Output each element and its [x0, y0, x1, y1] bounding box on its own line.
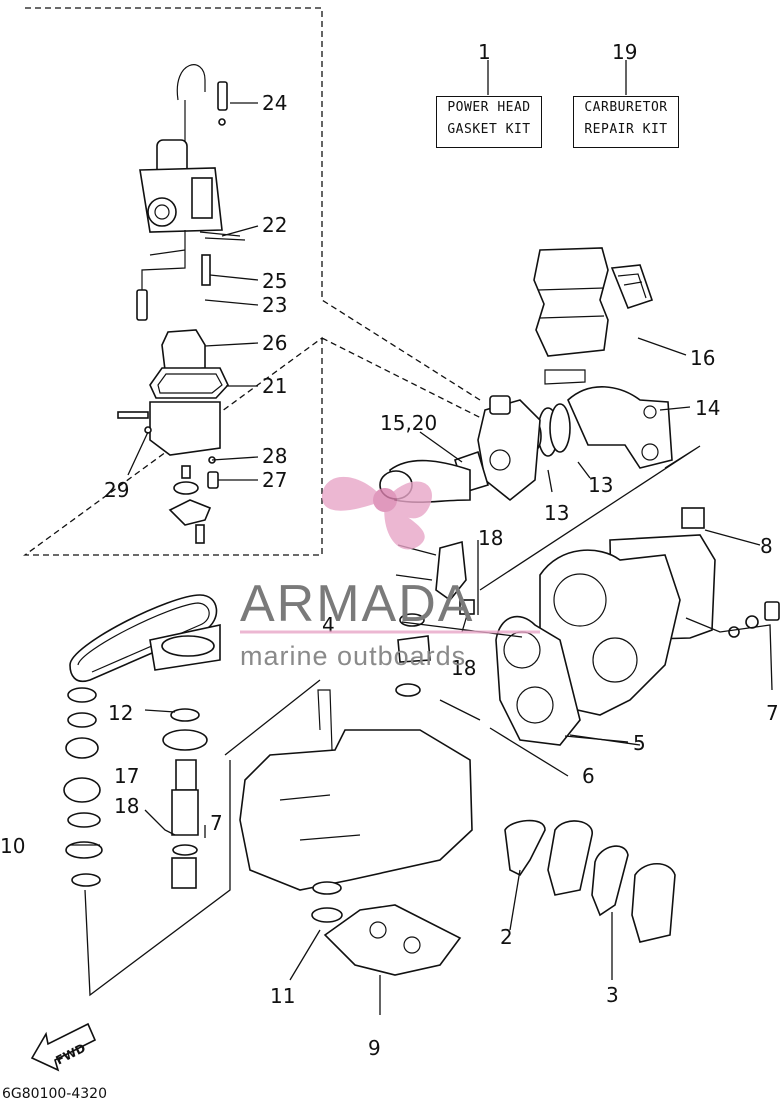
carburetor-kit-line2: REPAIR KIT: [584, 122, 668, 137]
label-3: 3: [606, 983, 619, 1007]
drawing-number: 6G80100-4320: [2, 1086, 107, 1102]
label-8: 8: [760, 534, 773, 558]
base-gasket-9: [323, 904, 462, 976]
label-17: 17: [114, 764, 139, 788]
label-18-top: 18: [478, 526, 503, 550]
label-26: 26: [262, 331, 287, 355]
label-11: 11: [270, 984, 295, 1008]
label-18-bottom: 18: [114, 794, 139, 818]
label-16: 16: [690, 346, 715, 370]
label-7-right: 7: [766, 701, 779, 725]
gasket-21: [149, 367, 229, 399]
label-10: 10: [0, 834, 25, 858]
carburetor-detail-frame: [23, 7, 486, 556]
thermostat-18: [395, 540, 475, 615]
armada-propeller-logo: [240, 476, 540, 634]
label-9: 9: [368, 1036, 381, 1060]
screw-24: [217, 81, 228, 126]
label-25: 25: [262, 269, 287, 293]
power-head-kit-line2: GASKET KIT: [447, 122, 531, 137]
crankshaft: [162, 708, 208, 889]
gasket-3: [591, 845, 629, 917]
label-14: 14: [695, 396, 720, 420]
gasket-2b: [547, 820, 593, 896]
gasket-2: [504, 819, 546, 877]
cylinder-block: [539, 549, 681, 716]
exhaust-cover: [631, 862, 676, 943]
oil-seals-column: [63, 687, 103, 887]
anode-7: [728, 601, 780, 638]
label-7-left: 7: [210, 811, 223, 835]
watermark-tagline: marine outboards: [240, 641, 467, 671]
fwd-arrow-icon: [30, 1022, 97, 1072]
carburetor-assembly: [136, 64, 246, 321]
label-12: 12: [108, 701, 133, 725]
label-23: 23: [262, 293, 287, 317]
carburetor-installed: [477, 395, 541, 502]
crankcase: [239, 689, 473, 895]
drain-plug-27-28: [168, 456, 219, 544]
power-head-gasket-kit-box: POWER HEAD GASKET KIT: [436, 96, 542, 148]
reed-valve-16: [610, 264, 654, 309]
flywheel-pulley: [149, 624, 221, 671]
timing-belt: [69, 594, 218, 683]
label-13-right: 13: [588, 473, 613, 497]
label-22: 22: [262, 213, 287, 237]
float-26: [161, 329, 206, 371]
kit-number-power-head: 1: [478, 40, 491, 64]
label-13-left: 13: [544, 501, 569, 525]
label-29: 29: [104, 478, 129, 502]
label-2: 2: [500, 925, 513, 949]
head-gasket-5: [495, 615, 581, 746]
intake-manifold-14: [567, 386, 673, 469]
label-27: 27: [262, 468, 287, 492]
power-head-kit-line1: POWER HEAD: [447, 100, 531, 115]
label-24: 24: [262, 91, 287, 115]
label-18-mid: 18: [451, 656, 476, 680]
label-5: 5: [633, 731, 646, 755]
label-28: 28: [262, 444, 287, 468]
oil-seal-11: [311, 907, 343, 923]
thermostat-cover-4: [395, 613, 431, 697]
carburetor-kit-line1: CARBURETOR: [584, 100, 668, 115]
label-15-20: 15,20: [380, 411, 437, 435]
silencer-cover: [533, 247, 609, 385]
carburetor-repair-kit-box: CARBURETOR REPAIR KIT: [573, 96, 679, 148]
label-21: 21: [262, 374, 287, 398]
label-6: 6: [582, 764, 595, 788]
kit-number-carburetor: 19: [612, 40, 638, 64]
float-bowl: [117, 401, 221, 456]
watermark-brand: ARMADA: [240, 575, 475, 633]
